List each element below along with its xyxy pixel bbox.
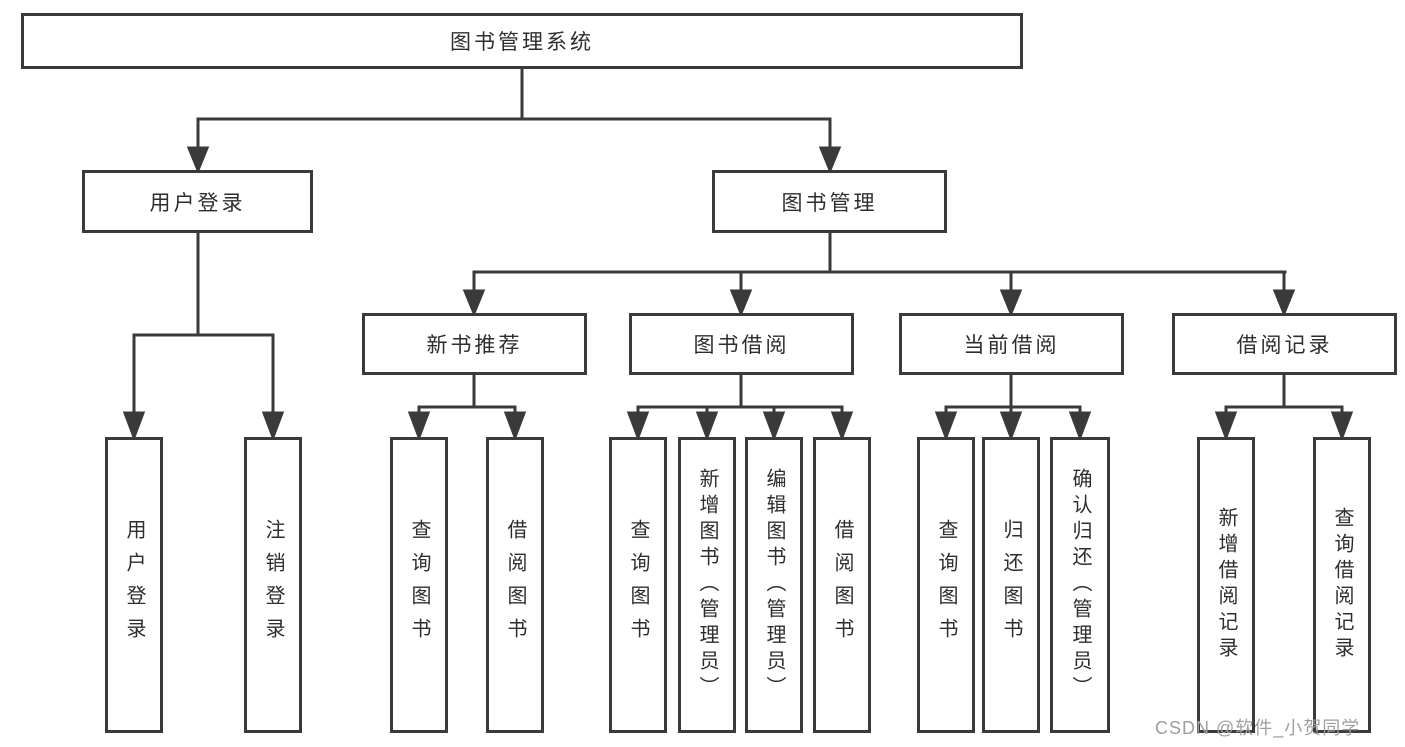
arrow-down-icon [1214,411,1238,442]
arrow-down-icon [1068,411,1092,442]
arrow-down-icon [186,146,210,174]
arrow-down-icon [407,411,431,442]
watermark: CSDN @软件_小贺同学 [1155,718,1361,738]
leaf-query-books-1: 查询图书 [390,437,448,733]
node-book-management: 图书管理 [712,170,947,233]
connector-new-book-recommend-branch [407,373,527,442]
arrow-down-icon [934,411,958,442]
connector-root-to-level2 [186,67,842,174]
arrow-down-icon [818,146,842,174]
leaf-add-borrow-record: 新增借阅记录 [1197,437,1255,733]
leaf-user-login: 用户登录 [105,437,163,733]
connector-book-borrowing-branch [626,373,854,442]
connector-book-management-branch [462,231,1296,317]
node-root-library-system: 图书管理系统 [21,13,1023,69]
node-borrowing-records: 借阅记录 [1172,313,1397,375]
leaf-confirm-return-admin: 确认归还（管理员） [1050,437,1110,733]
leaf-borrow-books-1: 借阅图书 [486,437,544,733]
connector-user-login-branch [122,231,285,442]
leaf-logout: 注销登录 [244,437,302,733]
arrow-down-icon [762,411,786,442]
arrow-down-icon [999,411,1023,442]
leaf-edit-book-admin: 编辑图书（管理员） [745,437,803,733]
arrow-down-icon [1330,411,1354,442]
arrow-down-icon [122,411,146,442]
arrow-down-icon [462,289,486,317]
arrow-down-icon [1272,289,1296,317]
connector-borrowing-records-branch [1214,373,1354,442]
node-user-login: 用户登录 [82,170,313,233]
leaf-query-books-2: 查询图书 [609,437,667,733]
arrow-down-icon [503,411,527,442]
arrow-down-icon [695,411,719,442]
connector-current-borrowing-branch [934,373,1092,442]
arrow-down-icon [729,289,753,317]
leaf-query-books-3: 查询图书 [917,437,975,733]
leaf-return-book: 归还图书 [982,437,1040,733]
arrow-down-icon [261,411,285,442]
arrow-down-icon [626,411,650,442]
node-book-borrowing: 图书借阅 [629,313,854,375]
leaf-query-borrow-record: 查询借阅记录 [1313,437,1371,733]
node-current-borrowing: 当前借阅 [899,313,1124,375]
leaf-borrow-books-2: 借阅图书 [813,437,871,733]
leaf-add-book-admin: 新增图书（管理员） [678,437,736,733]
node-new-book-recommend: 新书推荐 [362,313,587,375]
arrow-down-icon [999,289,1023,317]
arrow-down-icon [830,411,854,442]
